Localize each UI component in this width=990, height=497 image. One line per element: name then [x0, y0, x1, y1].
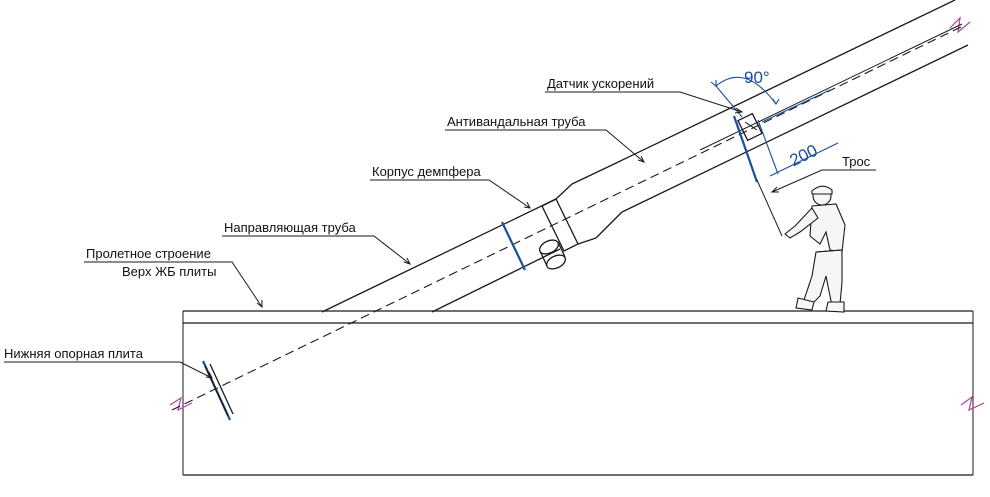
offset-value: 200: [787, 141, 821, 171]
bottom-support-plate: [204, 363, 234, 417]
angle-dimension: [710, 76, 780, 118]
label-cable: Трос: [842, 154, 871, 169]
sensor-cable: [756, 179, 783, 237]
label-span-structure: Пролетное строение: [86, 246, 211, 261]
pipe-markers: [201, 115, 759, 421]
label-vandal-pipe: Антивандальная труба: [447, 114, 586, 129]
label-damper-body: Корпус демпфера: [372, 164, 481, 179]
bridge-deck: [182, 310, 974, 476]
worker-figure: [784, 185, 846, 313]
angle-value: 90°: [744, 68, 770, 87]
label-guide-pipe: Направляющая труба: [224, 220, 357, 235]
label-bottom-plate: Нижняя опорная плита: [4, 346, 144, 361]
vandal-pipe: [611, 0, 969, 213]
cable-axis: [171, 24, 966, 411]
label-accel-sensor: Датчик ускорений: [547, 76, 654, 91]
leader-lines: [4, 91, 876, 379]
accel-sensor: [737, 112, 763, 142]
guide-pipe: [321, 198, 561, 313]
label-slab-top: Верх ЖБ плиты: [122, 264, 216, 279]
offset-dimension: [757, 89, 839, 177]
damper-body: [538, 164, 623, 270]
